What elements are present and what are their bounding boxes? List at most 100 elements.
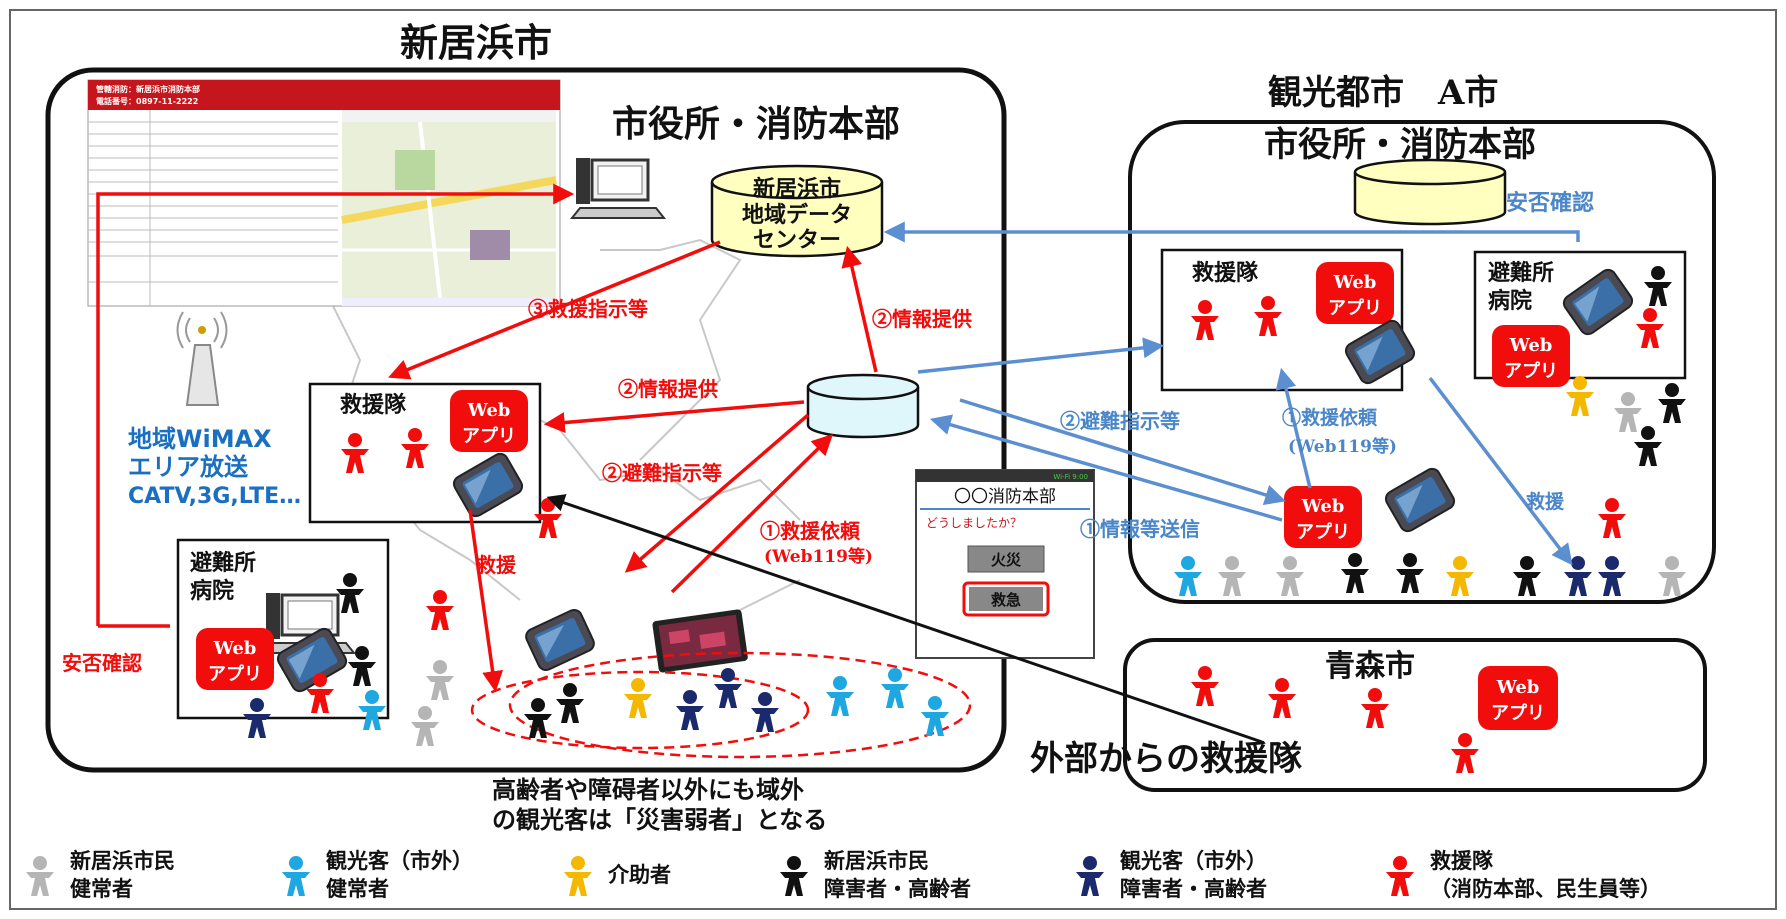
arrow-info-provide-up: [841, 245, 878, 373]
phone-status: Wi-Fi 9:00: [1053, 473, 1088, 481]
niihama-rescue-webapp-badge: Web アプリ: [450, 390, 528, 452]
label-rescue-request-right-1: ①救援依頼: [1282, 406, 1378, 429]
city-hall-title: 市役所・消防本部: [612, 103, 900, 145]
legend-person-icon: [564, 856, 592, 896]
arrow-safety-check: [96, 183, 575, 626]
label-rescue-request-2: (Web119等): [764, 546, 873, 567]
svg-text:アプリ: アプリ: [462, 425, 516, 447]
tourist-rescue-webapp-badge: Web アプリ: [1316, 262, 1394, 324]
datacenter-line1: 新居浜市: [753, 176, 841, 202]
label-info-send: ①情報等送信: [1080, 517, 1200, 541]
aomori-title: 青森市: [1325, 649, 1415, 684]
legend-label: 新居浜市民: [824, 848, 929, 873]
svg-text:Web: Web: [1333, 272, 1377, 293]
arrow-external-team: [546, 494, 1263, 744]
datacenter-line2: 地域データ: [742, 202, 852, 228]
svg-text:アプリ: アプリ: [1504, 360, 1558, 382]
tourist-shelter-label-2: 病院: [1488, 288, 1532, 314]
legend-item: 観光客（市外） 障害者・高齢者: [1076, 848, 1267, 901]
red-arrows: [96, 183, 878, 693]
crowd-ellipse: [470, 670, 810, 750]
tourist-shelter-webapp-badge: Web アプリ: [1492, 325, 1570, 387]
label-safety-check-left: 安否確認: [62, 651, 142, 675]
arrow-rescue-right: [1428, 376, 1573, 566]
arrow-rescue-request: [670, 434, 833, 594]
arrow-rescue: [468, 509, 504, 693]
label-rescue: 救援: [476, 553, 517, 577]
niihama-shelter-webapp-badge: Web アプリ: [196, 628, 274, 690]
form-header-1: 管轄消防：新居浜市消防本部: [96, 84, 200, 94]
niihama-rescue-label: 救援隊: [340, 392, 407, 418]
label-info-provide-up: ②情報提供: [872, 307, 972, 331]
legend: 新居浜市民健常者観光客（市外）健常者介助者新居浜市民障害者・高齢者観光客（市外）…: [26, 848, 1661, 901]
aomori-webapp-badge: Web アプリ: [1478, 666, 1558, 730]
tourist-city-region: [1128, 120, 1716, 604]
legend-person-icon: [1386, 856, 1414, 896]
arrow-evac-instruction-right: [959, 398, 1287, 506]
wimax-line1: 地域WiMAX: [128, 425, 272, 453]
wimax-line3: CATV,3G,LTE…: [128, 484, 301, 509]
relay-server-cylinder: [806, 373, 920, 439]
crowd-ellipse: [508, 651, 972, 759]
legend-label: 観光客（市外）: [1120, 848, 1267, 873]
svg-text:Web: Web: [467, 400, 511, 421]
legend-label: 観光客（市外）: [326, 848, 473, 873]
datacenter-line3: センター: [753, 227, 841, 253]
svg-text:アプリ: アプリ: [1491, 702, 1545, 724]
svg-text:Web: Web: [1496, 677, 1540, 698]
legend-label: 介助者: [607, 862, 671, 887]
legend-item: 観光客（市外） 健常者: [282, 848, 473, 901]
legend-item: 救援隊 （消防本部、民生員等）: [1386, 848, 1661, 901]
svg-text:アプリ: アプリ: [1328, 297, 1382, 319]
label-rescue-right: 救援: [1526, 490, 1565, 513]
svg-text:Web: Web: [1301, 496, 1345, 517]
legend-label: 救援隊: [1430, 848, 1494, 873]
arrow-info-send: [929, 414, 1283, 522]
shelter-label-1: 避難所: [190, 550, 256, 576]
label-rescue-request-1: ①救援依頼: [760, 519, 861, 543]
blue-arrows: [883, 221, 1580, 566]
outer-frame: [9, 9, 1777, 910]
arrow-evac-instruction: [624, 413, 810, 573]
label-rescue-request-right-2: (Web119等): [1288, 436, 1397, 457]
legend-label: 健常者: [326, 876, 389, 901]
tourist-datacenter-cylinder: [1353, 158, 1507, 226]
arrow-info-provide-left: [543, 400, 805, 434]
legend-person-icon: [282, 856, 310, 896]
antenna-icon: [176, 311, 228, 406]
label-safety-check-right: 安否確認: [1506, 190, 1594, 216]
arrow-to-tourist-rescue: [917, 337, 1165, 374]
legend-label: （消防本部、民生員等）: [1430, 876, 1661, 901]
fire-button[interactable]: 火災: [967, 545, 1045, 573]
wimax-line2: エリア放送: [128, 453, 249, 481]
arrow-rescue-instruction: [388, 240, 721, 380]
svg-text:アプリ: アプリ: [1296, 521, 1350, 543]
tourist-shelter-label-1: 避難所: [1488, 260, 1554, 286]
note-line1: 高齢者や障碍者以外にも域外: [492, 775, 804, 804]
svg-text:アプリ: アプリ: [208, 663, 262, 685]
svg-text:Web: Web: [213, 638, 257, 659]
legend-label: 障害者・高齢者: [1120, 876, 1267, 901]
label-evac-instruction-left: ②避難指示等: [602, 461, 722, 485]
legend-person-icon: [1076, 856, 1104, 896]
label-info-provide-left: ②情報提供: [618, 377, 718, 401]
emergency-button[interactable]: 救急: [962, 581, 1050, 617]
svg-text:救急: 救急: [991, 591, 1021, 609]
phone-app-header: 〇〇消防本部: [954, 487, 1056, 507]
tourist-city-title: 観光都市 A市: [1268, 73, 1498, 113]
legend-label: 健常者: [70, 876, 133, 901]
form-header-2: 電話番号：0897-11-2222: [96, 96, 198, 106]
legend-label: 新居浜市民: [70, 848, 175, 873]
legend-item: 介助者: [564, 856, 671, 896]
tourist-hall-title: 市役所・消防本部: [1264, 125, 1536, 165]
shelter-label-2: 病院: [190, 578, 234, 604]
phone-app-question: どうしましたか？: [926, 516, 1022, 530]
note-line2: の観光客は「災害弱者」となる: [492, 805, 827, 834]
niihama-title: 新居浜市: [400, 20, 552, 65]
svg-text:火災: 火災: [991, 551, 1022, 569]
label-evac-instruction-right: ②避難指示等: [1060, 409, 1180, 433]
tourist-webapp-badge: Web アプリ: [1284, 486, 1362, 548]
